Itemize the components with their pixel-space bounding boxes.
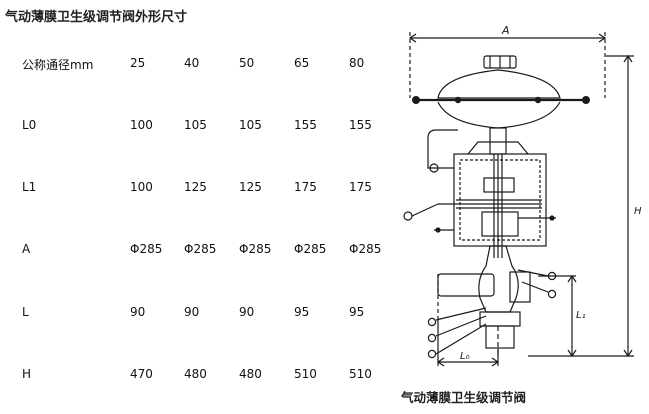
row-label-l1: L1	[22, 180, 37, 194]
table-cell: Φ285	[349, 242, 382, 256]
table-cell: 155	[349, 118, 372, 132]
row-label-h: H	[22, 367, 32, 381]
dimension-label-a: A	[501, 24, 510, 37]
table-cell: 95	[294, 305, 310, 319]
table-cell: Φ285	[130, 242, 163, 256]
table-cell: 175	[294, 180, 317, 194]
table-cell: 155	[294, 118, 317, 132]
table-cell: 480	[184, 367, 207, 381]
table-cell: 95	[349, 305, 365, 319]
valve-drawing: A H L₁ L₀	[403, 24, 642, 367]
table-cell: 65	[294, 56, 310, 70]
table-cell: 90	[130, 305, 146, 319]
table-cell: Φ285	[239, 242, 272, 256]
table-cell: 125	[184, 180, 207, 194]
row-label-a: A	[22, 242, 31, 256]
dimension-label-l0: L₀	[460, 351, 470, 362]
row-label-l: L	[22, 305, 29, 319]
table-cell: 510	[294, 367, 317, 381]
table-cell: 100	[130, 180, 153, 194]
table-cell: 40	[184, 56, 200, 70]
table-cell: 470	[130, 367, 153, 381]
page-title: 气动薄膜卫生级调节阀外形尺寸	[5, 10, 188, 25]
table-cell: 50	[239, 56, 255, 70]
table-cell: 175	[349, 180, 372, 194]
dimension-label-l1: L₁	[576, 310, 586, 321]
dimension-label-h: H	[634, 206, 642, 217]
table-cell: 80	[349, 56, 365, 70]
table-cell: Φ285	[294, 242, 327, 256]
table-cell: Φ285	[184, 242, 217, 256]
table-cell: 90	[239, 305, 255, 319]
figure-caption: 气动薄膜卫生级调节阀	[401, 390, 527, 405]
row-label-nominal-diameter: 公称通径mm	[22, 58, 94, 72]
table-cell: 510	[349, 367, 372, 381]
row-label-l0: L0	[22, 118, 37, 132]
table-cell: 125	[239, 180, 262, 194]
table-cell: 480	[239, 367, 262, 381]
table-cell: 25	[130, 56, 146, 70]
table-cell: 90	[184, 305, 200, 319]
table-cell: 105	[239, 118, 262, 132]
table-cell: 105	[184, 118, 207, 132]
dimensions-table: 公称通径mm 25 40 50 65 80 L0 100 105 105 155…	[22, 56, 382, 381]
table-cell: 100	[130, 118, 153, 132]
